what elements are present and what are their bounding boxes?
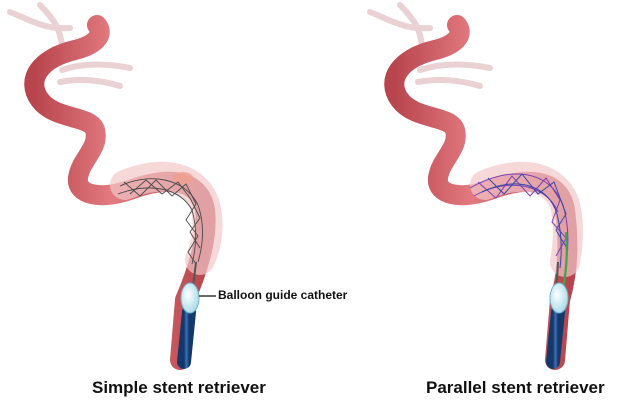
guide-catheter-right bbox=[546, 305, 565, 369]
parallel-stent-panel bbox=[367, 2, 583, 370]
background-branches-right bbox=[367, 2, 493, 89]
stent-retriever-simple bbox=[117, 178, 203, 265]
simple-stent-panel bbox=[7, 2, 223, 370]
thrombus-left bbox=[173, 172, 193, 184]
guide-catheter-left bbox=[177, 305, 196, 369]
simple-stent-caption: Simple stent retriever bbox=[92, 378, 266, 397]
background-branches-left bbox=[7, 2, 133, 89]
stent-retriever-parallel-b bbox=[481, 173, 569, 269]
balloon-left bbox=[180, 282, 200, 314]
balloon-guide-catheter-label: Balloon guide catheter bbox=[218, 288, 348, 302]
balloon-right bbox=[549, 282, 569, 314]
clot-segment-right bbox=[470, 161, 583, 277]
parallel-stent-caption: Parallel stent retriever bbox=[426, 378, 605, 397]
clot-segment-left bbox=[110, 161, 223, 275]
